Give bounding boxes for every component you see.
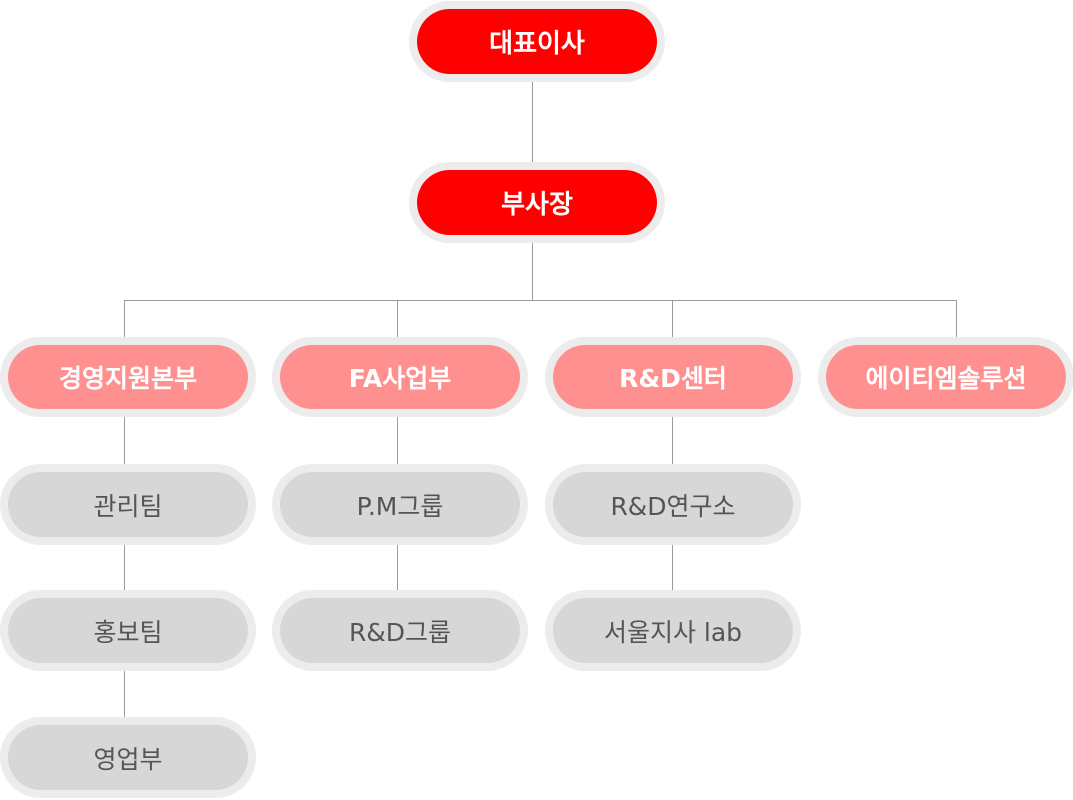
division-atm-solution: 에이티엠솔루션 — [818, 337, 1073, 417]
connector-bus-div-4 — [956, 300, 957, 337]
team-label: 홍보팀 — [8, 598, 248, 663]
connector-div2-team1 — [397, 417, 398, 464]
division-management-support: 경영지원본부 — [0, 337, 256, 417]
connector-div1-team3 — [124, 671, 125, 717]
connector-div1-team1 — [124, 417, 125, 464]
team-label: 서울지사 lab — [553, 598, 793, 663]
connector-div2-team2 — [397, 545, 398, 590]
division-label: 경영지원본부 — [8, 345, 248, 409]
connector-bus-div-1 — [124, 300, 125, 337]
connector-ceo-vp — [532, 82, 533, 162]
team-label: 영업부 — [8, 725, 248, 790]
team-label: R&D그룹 — [280, 598, 520, 663]
division-fa-business: FA사업부 — [272, 337, 528, 417]
team-label: R&D연구소 — [553, 472, 793, 537]
vp-label: 부사장 — [417, 170, 657, 235]
team-node: 관리팀 — [0, 464, 256, 545]
team-node: 서울지사 lab — [545, 590, 801, 671]
connector-bus — [124, 300, 957, 301]
connector-vp-bus — [532, 243, 533, 300]
division-label: FA사업부 — [280, 345, 520, 409]
division-rd-center: R&D센터 — [545, 337, 801, 417]
team-label: P.M그룹 — [280, 472, 520, 537]
connector-bus-div-2 — [397, 300, 398, 337]
ceo-label: 대표이사 — [417, 9, 657, 74]
team-label: 관리팀 — [8, 472, 248, 537]
team-node: P.M그룹 — [272, 464, 528, 545]
connector-bus-div-3 — [672, 300, 673, 337]
team-node: R&D연구소 — [545, 464, 801, 545]
ceo-node: 대표이사 — [409, 1, 665, 82]
connector-div1-team2 — [124, 545, 125, 590]
connector-div3-team2 — [672, 545, 673, 590]
team-node: 영업부 — [0, 717, 256, 798]
team-node: 홍보팀 — [0, 590, 256, 671]
connector-div3-team1 — [672, 417, 673, 464]
team-node: R&D그룹 — [272, 590, 528, 671]
division-label: 에이티엠솔루션 — [826, 345, 1066, 409]
division-label: R&D센터 — [553, 345, 793, 409]
vp-node: 부사장 — [409, 162, 665, 243]
